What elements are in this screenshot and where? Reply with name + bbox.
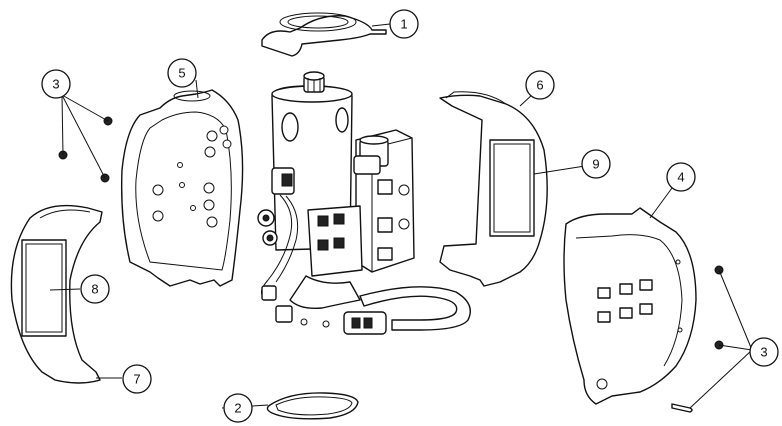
callout-3-right: 3 <box>749 337 779 367</box>
right-outer-cover-part <box>563 207 697 405</box>
callout-2: 2 <box>223 393 253 423</box>
callout-3-right-label: 3 <box>760 345 767 360</box>
gasket-ring-part <box>266 392 359 420</box>
callout-8: 8 <box>80 274 110 304</box>
callout-8-label: 8 <box>91 282 98 297</box>
front-left-cover-part <box>10 204 103 384</box>
pump-motor-assembly <box>257 71 471 335</box>
callout-9-label: 9 <box>592 157 599 172</box>
callout-1-label: 1 <box>400 17 407 32</box>
callout-6: 6 <box>525 70 555 100</box>
screw-set-left <box>58 116 113 183</box>
callout-4-label: 4 <box>677 170 684 185</box>
back-cover-part <box>439 91 548 287</box>
callout-5: 5 <box>167 58 197 88</box>
callout-6-label: 6 <box>536 78 543 93</box>
callout-7-label: 7 <box>133 372 140 387</box>
top-cap-part <box>261 12 387 57</box>
callout-3-left-label: 3 <box>52 77 59 92</box>
callout-1: 1 <box>389 9 419 39</box>
callout-3-left: 3 <box>41 69 71 99</box>
left-inner-cover-part <box>120 89 244 287</box>
callout-2-label: 2 <box>234 401 241 416</box>
callout-9: 9 <box>581 149 611 179</box>
callout-5-label: 5 <box>178 66 185 81</box>
callout-4: 4 <box>666 162 696 192</box>
callout-7: 7 <box>122 364 152 394</box>
